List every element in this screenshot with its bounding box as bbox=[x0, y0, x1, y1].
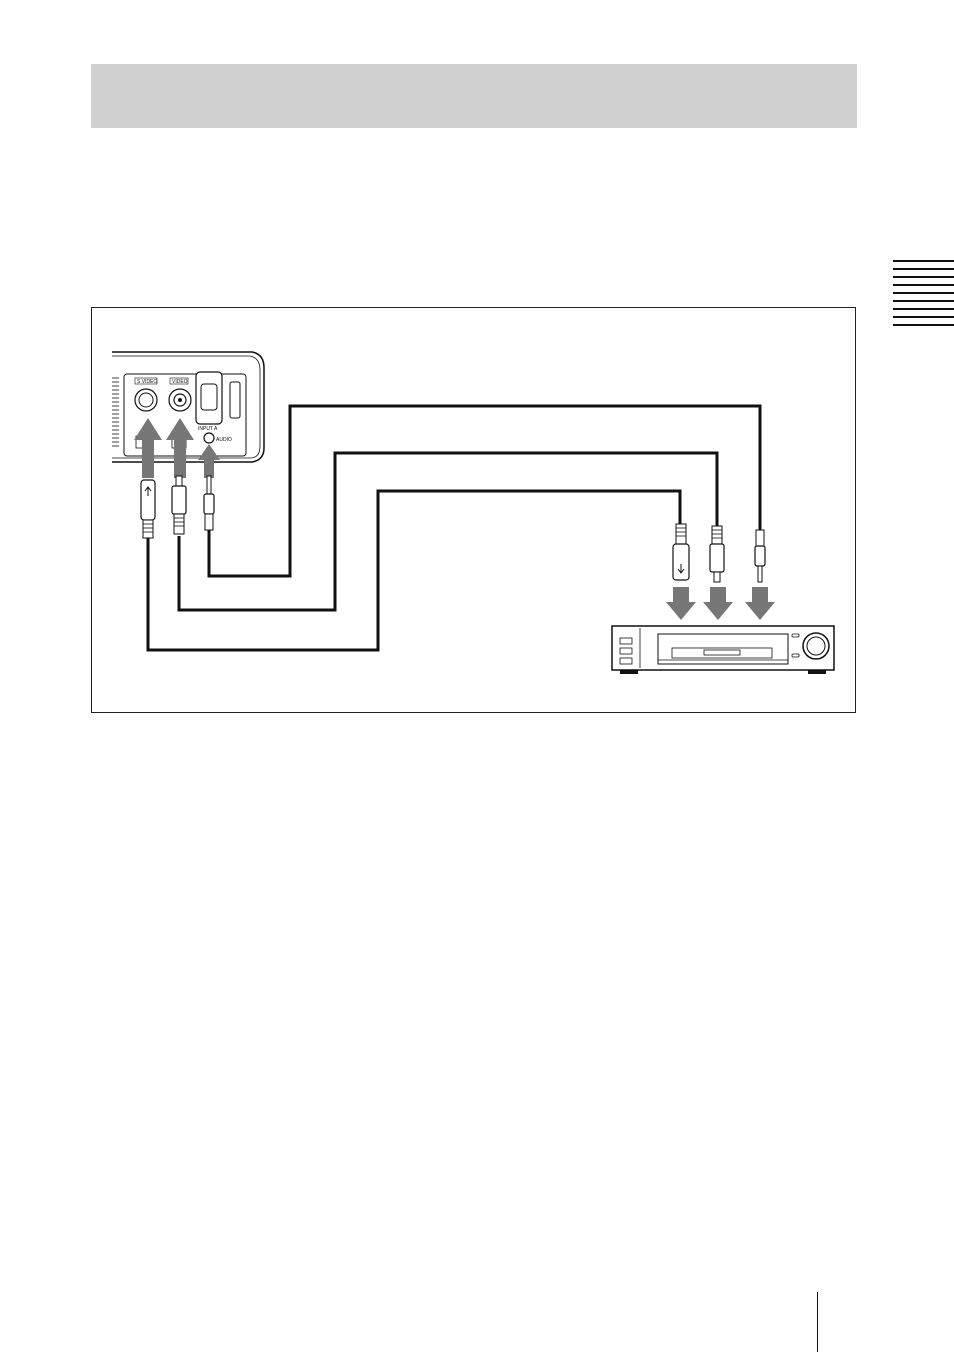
section-header-bar bbox=[91, 64, 857, 128]
rca-video-plug-right bbox=[710, 526, 724, 582]
input-a-label: INPUT A bbox=[198, 426, 218, 432]
stereo-mini-plug-right bbox=[755, 530, 765, 582]
s-video-plug-right bbox=[673, 524, 689, 580]
chapter-side-tab bbox=[893, 258, 954, 326]
s-video-label: S VIDEO bbox=[137, 379, 157, 385]
vcr-input-arrows bbox=[666, 587, 775, 620]
video-label: VIDEO bbox=[172, 379, 188, 385]
s-video-plug-left bbox=[141, 480, 155, 538]
page-footer-rule bbox=[817, 1292, 818, 1352]
projector-rear-panel: S VIDEO VIDEO INPUT A AUDIO bbox=[112, 352, 264, 462]
stereo-mini-plug-left bbox=[204, 476, 214, 530]
audio-label: AUDIO bbox=[216, 437, 232, 443]
connection-diagram: S VIDEO VIDEO INPUT A AUDIO bbox=[91, 307, 856, 713]
rca-video-plug-left bbox=[172, 476, 186, 534]
vcr-device bbox=[612, 626, 834, 674]
